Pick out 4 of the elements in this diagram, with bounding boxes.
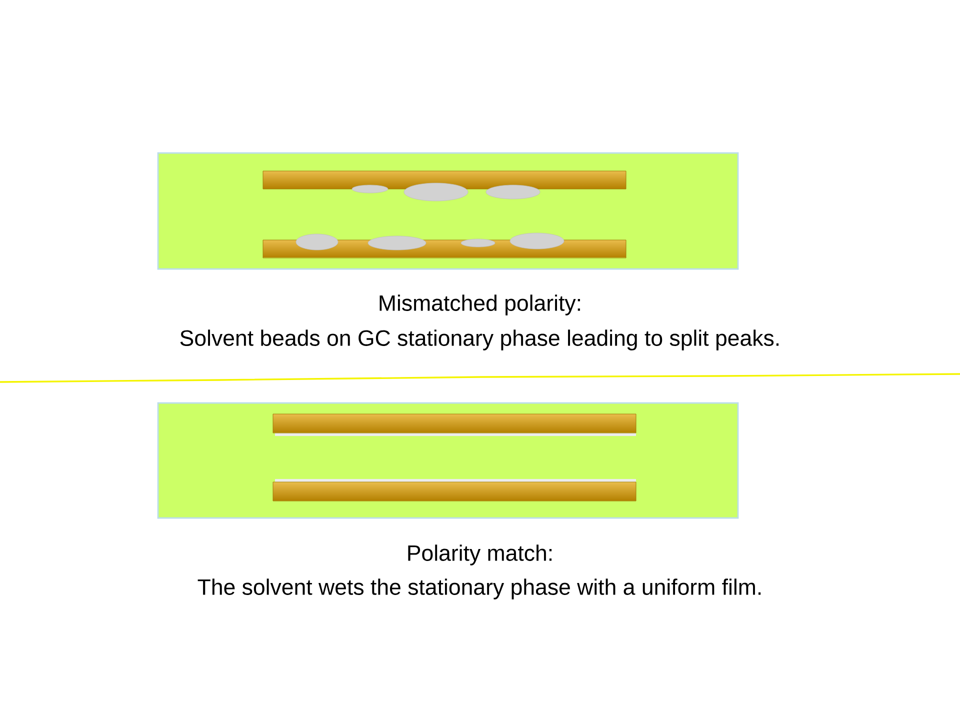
caption-text: The solvent wets the stationary phase with a uniform film.: [198, 578, 761, 600]
caption-text: Mismatched polarity:: [380, 294, 580, 316]
caption-text: Polarity match:: [408, 544, 552, 566]
caption-text: Solvent beads on GC stationary phase leading to split peaks.: [180, 330, 779, 350]
